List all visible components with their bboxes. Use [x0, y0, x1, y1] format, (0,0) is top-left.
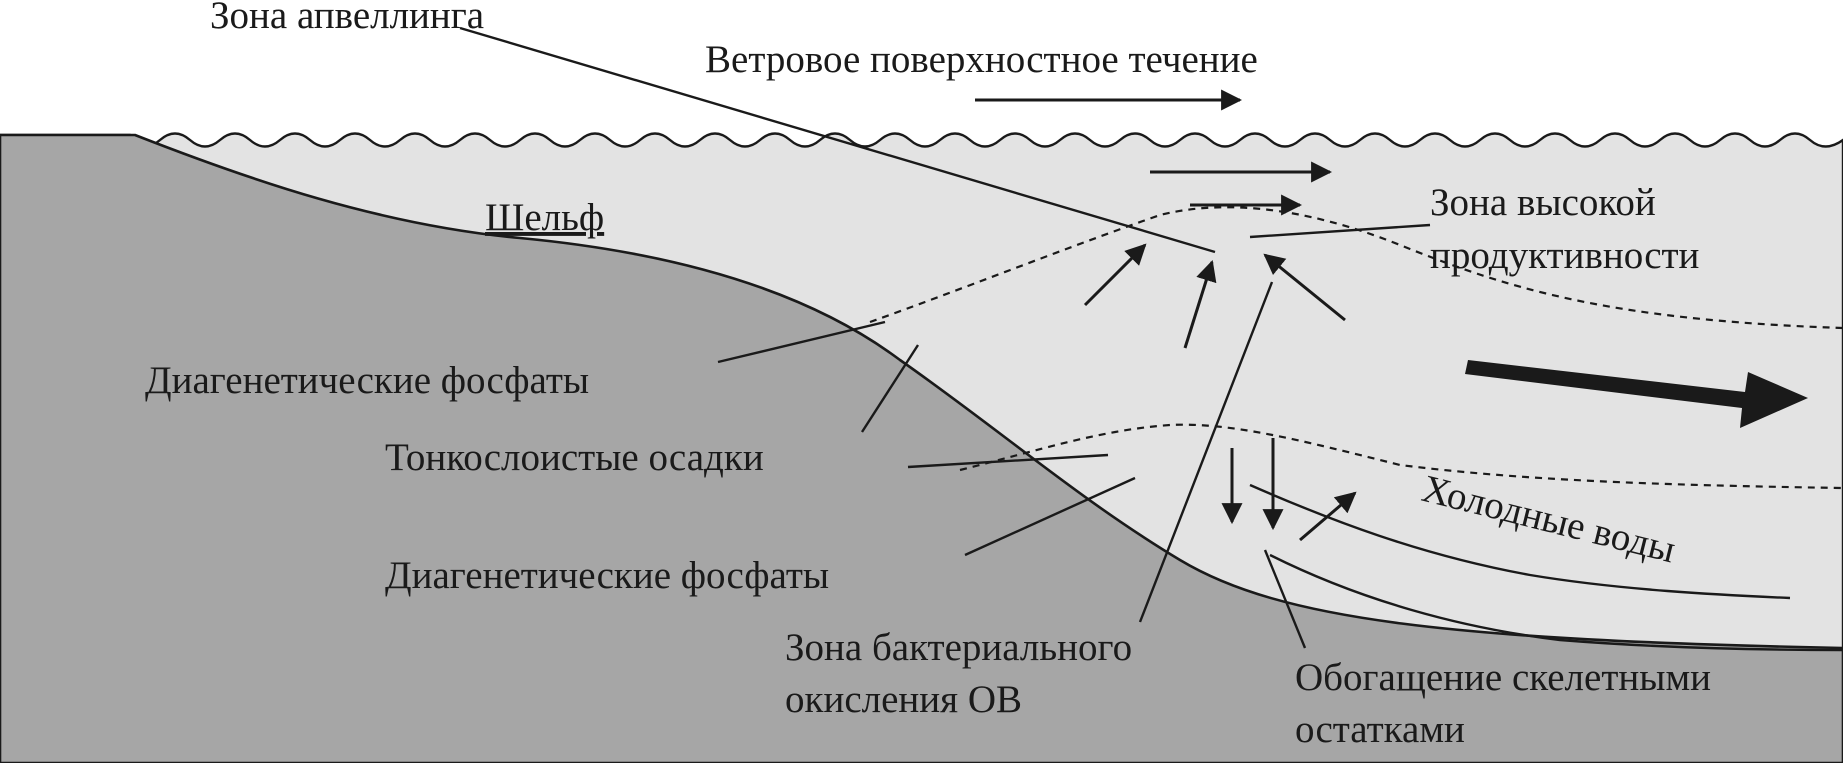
bacterial-zone-leader: [1138, 281, 1274, 623]
skeletal-leader: [1263, 549, 1307, 649]
cold-water-line-lower: [1269, 553, 1843, 652]
diagenetic-phosphates-lower-label: Диагенетические фосфаты: [385, 554, 829, 597]
bacterial-zone-label-1: Зона бактериального: [785, 626, 1132, 669]
shelf-label: Шельф: [485, 196, 604, 239]
bacterial-zone-label-2: окисления ОВ: [785, 678, 1022, 721]
upwelling-arrow-2: [1183, 259, 1217, 349]
upwelling-arrow-3: [1263, 253, 1346, 322]
high-productivity-leader: [1249, 223, 1431, 239]
skeletal-enrichment-label-2: остатками: [1295, 708, 1465, 751]
upwelling-arrow-1: [1083, 243, 1147, 307]
thin-layered-sediments-label: Тонкослоистые осадки: [385, 436, 764, 479]
seabed: [0, 133, 1843, 763]
cold-water-arrow: [1299, 491, 1357, 542]
high-productivity-label-2: продуктивности: [1430, 234, 1699, 277]
diagenetic-phosphates-upper-label: Диагенетические фосфаты: [145, 359, 589, 402]
upwelling-zone-leader: [459, 26, 1216, 254]
phosphates-lower-leader: [964, 476, 1136, 557]
high-productivity-label-1: Зона высокой: [1430, 181, 1656, 224]
lower-dashed-boundary: [959, 423, 1843, 490]
phosphates-upper-leader: [717, 320, 886, 364]
thin-sediments-leader: [860, 344, 920, 433]
thin-sediments-leader-2: [907, 453, 1109, 469]
wind-current-label: Ветровое поверхностное течение: [705, 38, 1258, 81]
offshore-flow-arrow: [1465, 360, 1808, 428]
upwelling-zone-label: Зона апвеллинга: [210, 0, 484, 37]
skeletal-enrichment-label-1: Обогащение скелетными: [1295, 656, 1711, 699]
